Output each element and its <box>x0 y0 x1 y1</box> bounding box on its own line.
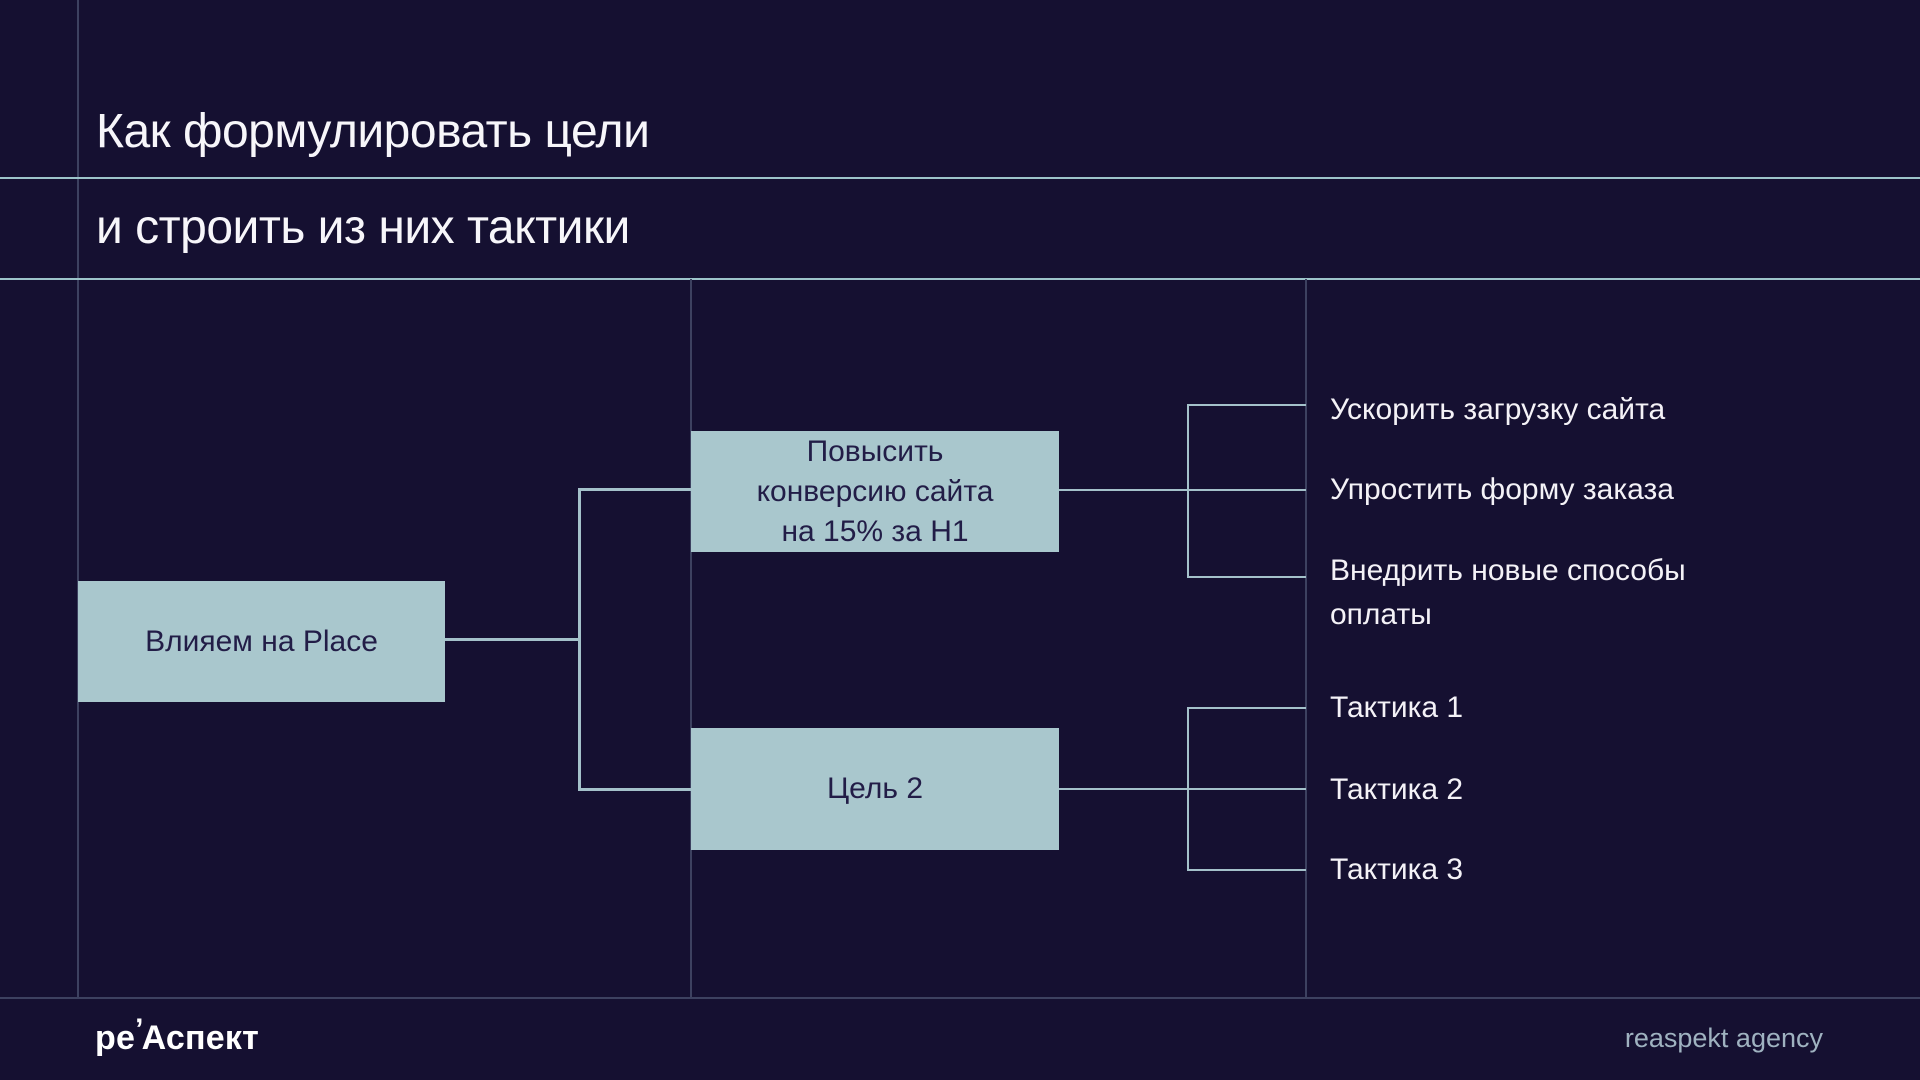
connector-goal2-out <box>1059 788 1306 790</box>
grid-vertical-middle <box>690 279 692 998</box>
connector-goal2-in <box>578 788 692 791</box>
connector-goal1-in <box>578 488 692 491</box>
slide-title-line-2: и строить из них тактики <box>96 201 630 254</box>
tactic-goal1-2: Упростить форму заказа <box>1330 473 1674 506</box>
node-goal-1: Повысить конверсию сайта на 15% за H1 <box>691 431 1059 552</box>
agency-caption: reaspekt agency <box>1624 1023 1823 1053</box>
logo-text-pre: ре <box>95 1019 136 1057</box>
bracket-goal1-stub-top <box>1187 404 1306 406</box>
bracket-goal1-stub-bottom <box>1187 576 1306 578</box>
tactic-goal2-3: Тактика 3 <box>1330 853 1464 886</box>
bracket-goal2-stub-bottom <box>1187 869 1306 871</box>
node-root: Влияем на Place <box>78 581 445 702</box>
footer-rule <box>0 997 1920 999</box>
tactic-goal1-1: Ускорить загрузку сайта <box>1330 393 1666 426</box>
connector-root-horizontal <box>445 638 580 641</box>
tactic-goal1-3: Внедрить новые способы оплаты <box>1330 554 1686 631</box>
grid-vertical-left <box>77 0 79 999</box>
logo-text-post: Аспект <box>141 1019 259 1057</box>
tactic-goal2-2: Тактика 2 <box>1330 773 1464 806</box>
title-rule-1 <box>0 177 1920 179</box>
bracket-goal2-vertical <box>1187 707 1189 871</box>
connector-elbow-vertical <box>578 488 581 791</box>
grid-vertical-right <box>1305 279 1307 998</box>
logo-accent-mark: ’ <box>135 1013 144 1046</box>
reaspekt-logo: ре’Аспект <box>95 1013 259 1060</box>
slide-title-line-1: Как формулировать цели <box>96 105 650 158</box>
title-rule-2 <box>0 278 1920 280</box>
tactic-goal2-1: Тактика 1 <box>1330 691 1464 724</box>
node-goal-2: Цель 2 <box>691 728 1059 850</box>
bracket-goal1-vertical <box>1187 404 1189 578</box>
connector-goal1-out <box>1059 489 1306 491</box>
bracket-goal2-stub-top <box>1187 707 1306 709</box>
